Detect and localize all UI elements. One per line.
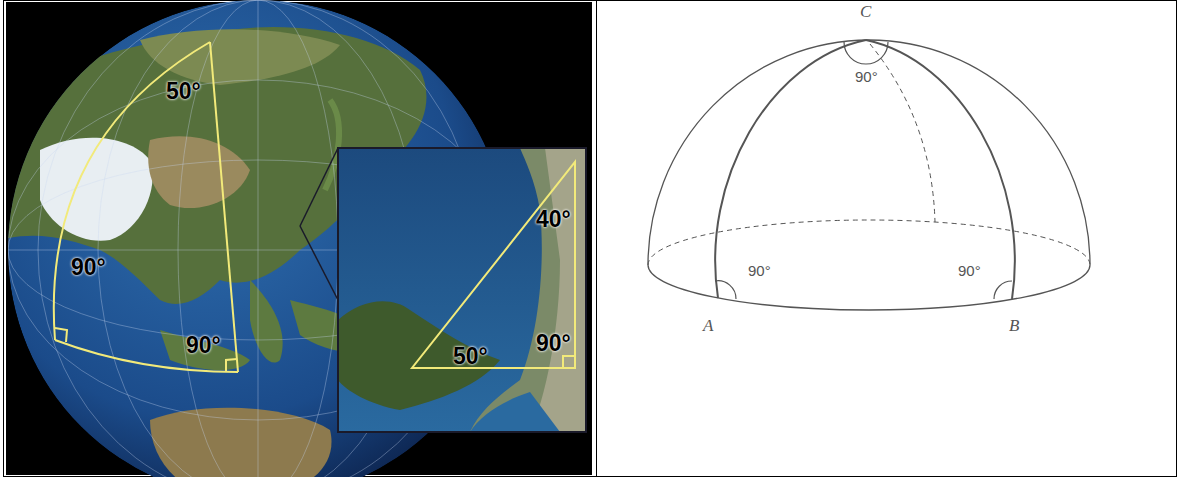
angle-label: 90° bbox=[71, 254, 106, 281]
vertex-label: B bbox=[1009, 316, 1019, 336]
angle-label: 40° bbox=[536, 206, 571, 233]
vertex-label: C bbox=[860, 2, 871, 22]
angle-label: 90° bbox=[958, 262, 981, 279]
angle-label: 50° bbox=[166, 78, 201, 105]
angle-label: 90° bbox=[748, 262, 771, 279]
inset-frame bbox=[338, 148, 586, 432]
cell-divider bbox=[596, 0, 597, 477]
angle-label: 90° bbox=[855, 68, 878, 85]
inset-photo bbox=[338, 148, 586, 432]
planar-triangle bbox=[412, 162, 575, 368]
hemisphere bbox=[648, 40, 1090, 310]
angle-label: 50° bbox=[453, 343, 488, 370]
angle-label: 90° bbox=[536, 330, 571, 357]
angle-label: 90° bbox=[186, 332, 221, 359]
zoom-lines bbox=[300, 148, 338, 300]
vertex-label: A bbox=[703, 316, 713, 336]
spherical-triangle bbox=[54, 42, 238, 372]
